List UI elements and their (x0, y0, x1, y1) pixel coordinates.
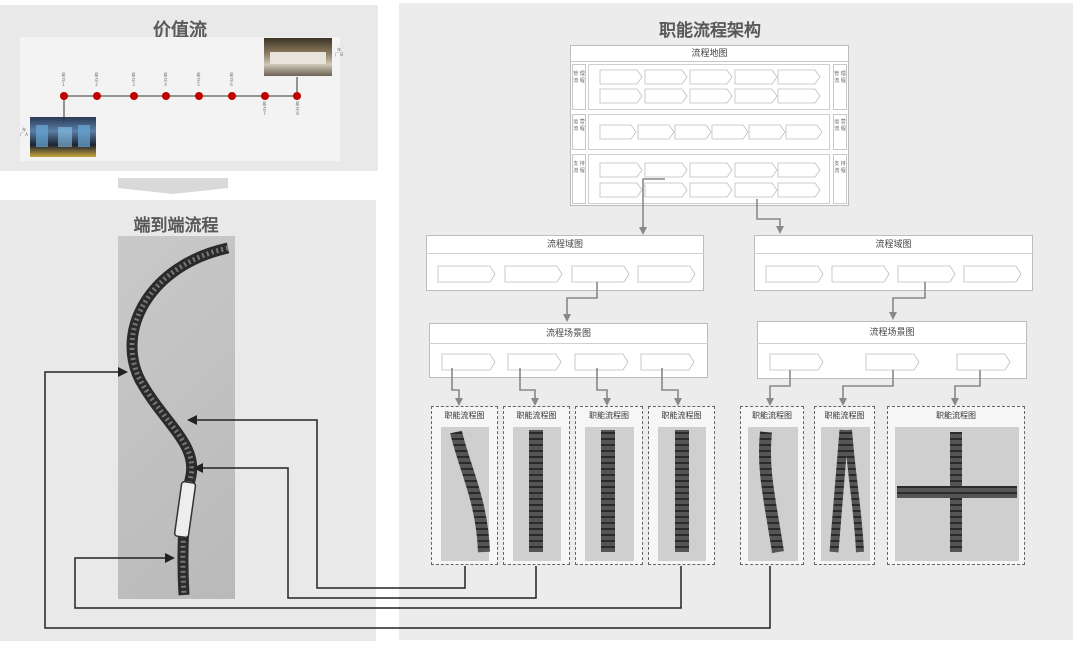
value-node-3 (130, 92, 138, 100)
node-label-1: 届 点 1 (61, 72, 66, 87)
row-label-operation-left: 运 营 流 程 (572, 114, 586, 150)
node-label-4: 届 点 4 (163, 72, 168, 87)
track-layout-photo (118, 236, 235, 599)
value-node-7 (261, 92, 269, 100)
row-label-operation-right: 运 营 流 程 (833, 114, 847, 150)
function-diagram-6-title: 职能流程图 (824, 411, 865, 420)
start-station-label: 车 厂 A (20, 127, 29, 137)
value-node-6 (228, 92, 236, 100)
function-diagram-2-title: 职能流程图 (516, 411, 557, 420)
value-node-2 (93, 92, 101, 100)
function-diagram-7-title: 职能流程图 (936, 411, 976, 420)
node-label-5: 届 点 5 (196, 72, 201, 87)
train-model (173, 480, 197, 539)
feedback-loops (44, 367, 771, 629)
end-to-end-track (126, 242, 230, 596)
node-label-2: 届 点 2 (94, 72, 99, 87)
end-station-label: 车 厂 B (335, 47, 344, 57)
node-label-7: 届 点 7 (262, 101, 267, 116)
node-label-3: 届 点 3 (131, 72, 136, 87)
node-label-8: 届 点 8 (295, 101, 300, 116)
map-chevrons (599, 69, 823, 198)
value-stream-title: 价值流 (153, 20, 207, 41)
scene-diagram-left-title: 流程场景图 (429, 324, 708, 344)
node-label-6: 届 点 6 (229, 72, 234, 87)
process-map-title: 流程地图 (570, 46, 849, 62)
flow-down-banner (118, 178, 228, 188)
function-track-drawings (450, 429, 1017, 553)
grey-connectors (451, 178, 981, 406)
scene-diagram-right-title: 流程场景图 (757, 322, 1027, 344)
end-to-end-title: 端到端流程 (133, 216, 219, 236)
row-label-support-left: 支 持 流 程 (572, 154, 586, 204)
row-label-management-right: 管 理 流 程 (833, 64, 847, 110)
domain-diagram-left-title: 流程域图 (426, 236, 704, 254)
value-stream-timeline (60, 77, 301, 121)
scene-chevrons (441, 353, 1011, 371)
flow-down-arrow (118, 188, 228, 194)
domain-diagram-right-title: 流程域图 (754, 236, 1033, 254)
function-diagram-3-title: 职能流程图 (589, 411, 629, 420)
value-node-8 (293, 92, 301, 100)
row-label-management-left: 管 理 流 程 (572, 64, 586, 110)
value-node-5 (195, 92, 203, 100)
value-node-4 (162, 92, 170, 100)
row-label-support-right: 支 持 流 程 (833, 154, 847, 204)
architecture-title: 职能流程架构 (659, 21, 761, 41)
function-diagram-1-title: 职能流程图 (444, 411, 485, 420)
domain-chevrons (437, 265, 1022, 283)
start-station-photo (30, 117, 96, 157)
function-diagram-5-title: 职能流程图 (752, 411, 792, 420)
end-station-photo (264, 38, 332, 76)
value-node-1 (60, 92, 68, 100)
function-diagram-4-title: 职能流程图 (661, 411, 702, 420)
